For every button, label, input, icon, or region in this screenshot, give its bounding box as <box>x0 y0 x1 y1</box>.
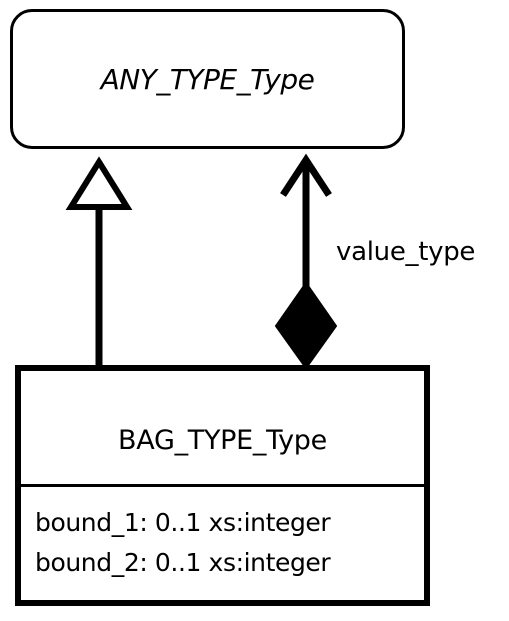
role-label-value-type: value_type <box>336 237 476 267</box>
class-name-bag-type: BAG_TYPE_Type <box>118 425 327 456</box>
attribute-list: bound_1: 0..1 xs:integer bound_2: 0..1 x… <box>21 487 424 583</box>
attribute-bound-1: bound_1: 0..1 xs:integer <box>35 508 331 537</box>
class-any-type: ANY_TYPE_Type <box>10 9 405 149</box>
generalization-connector <box>65 156 133 366</box>
attribute-bound-2: bound_2: 0..1 xs:integer <box>35 548 331 577</box>
class-header-bag-type: BAG_TYPE_Type <box>21 371 424 487</box>
class-name-any-type: ANY_TYPE_Type <box>100 62 315 96</box>
filled-diamond-icon <box>274 281 338 370</box>
hollow-triangle-icon <box>65 156 133 210</box>
open-arrowhead-icon <box>280 153 332 197</box>
composition-connector <box>274 153 338 370</box>
class-bag-type: BAG_TYPE_Type bound_1: 0..1 xs:integer b… <box>15 365 430 606</box>
